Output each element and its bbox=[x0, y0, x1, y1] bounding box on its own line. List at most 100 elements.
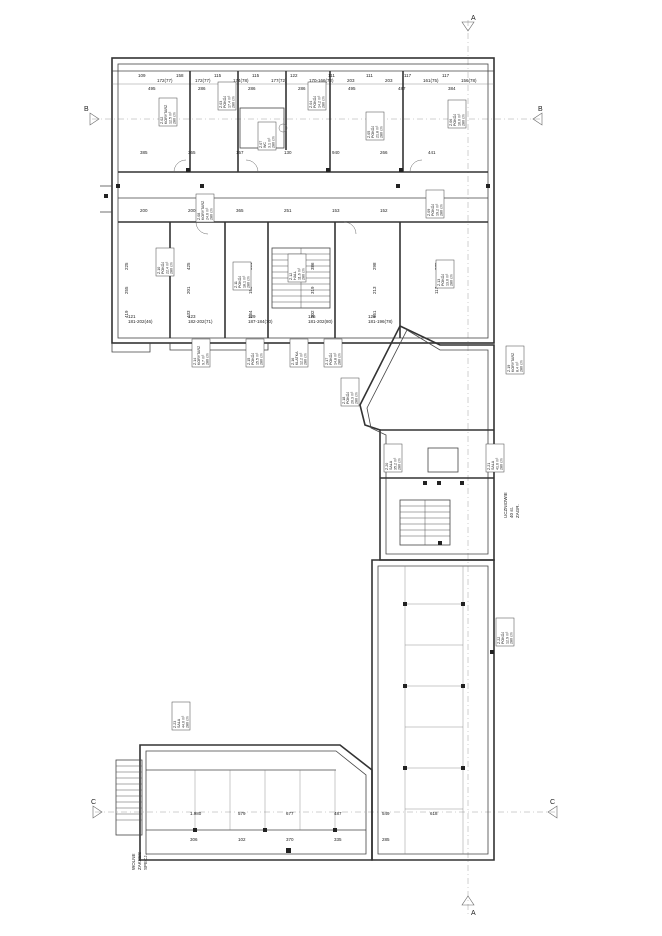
top-room-number: 111 bbox=[366, 73, 373, 78]
room-tag-frame bbox=[287, 253, 307, 283]
upper-dimension: 200 bbox=[188, 208, 196, 213]
lower-wing-dimension: 677 bbox=[286, 811, 294, 816]
middle-dimension: 319 bbox=[310, 286, 315, 294]
top-room-number: 203 bbox=[385, 78, 393, 83]
lower-room-number: 122 bbox=[368, 314, 376, 319]
room-tag-line: KORYTARZ bbox=[197, 345, 201, 365]
room-tag-line: 280 cm bbox=[247, 276, 251, 288]
room-tag-line: 17,4 m² bbox=[227, 95, 231, 108]
room-tag-line: Z.06 bbox=[449, 119, 453, 126]
room-tag-line: 280 cm bbox=[338, 353, 342, 365]
lower-room-number: 126 bbox=[308, 314, 316, 319]
room-tag-frame bbox=[191, 338, 211, 368]
room-tag-line: 12,2 m² bbox=[299, 352, 303, 365]
room-tag-line: Z.15 bbox=[247, 358, 251, 365]
side-note-line: UCZNIOWIE bbox=[503, 492, 508, 518]
room-tag-line: Z.09 bbox=[427, 209, 431, 216]
room-tag-frame bbox=[340, 377, 360, 407]
lower-wing-dimension: 335 bbox=[334, 837, 342, 842]
top-room-number: 109 bbox=[138, 73, 146, 78]
room-tag-line: POKÓJ bbox=[500, 632, 505, 644]
room-tag-line: Z.04 bbox=[309, 101, 313, 108]
room-tag-line: POKÓJ bbox=[250, 353, 255, 365]
room-tag-frame bbox=[447, 99, 467, 129]
room-tag-line: 280 cm bbox=[380, 126, 384, 138]
room-tag-line: POKÓJ bbox=[452, 114, 457, 126]
room-tag-line: 13,0 m² bbox=[445, 273, 449, 286]
top-room-number: 177(72) bbox=[271, 78, 287, 83]
room-tag-line: POKÓJ bbox=[345, 392, 350, 404]
room-tag-line: Z.18 bbox=[342, 397, 346, 404]
middle-dimension: 419 bbox=[124, 310, 129, 318]
upper-dimension: 157 bbox=[236, 150, 244, 155]
top-room-number: 115 bbox=[214, 73, 222, 78]
top-dimension: 487 bbox=[398, 86, 406, 91]
middle-dimension: 201 bbox=[186, 286, 191, 294]
upper-dimension: 153 bbox=[332, 208, 340, 213]
room-tag-line: 20,3 m² bbox=[350, 391, 354, 404]
room-tag-frame bbox=[323, 338, 343, 368]
side-note-line: 40 st. bbox=[509, 507, 514, 518]
middle-dimension: 386 bbox=[310, 262, 315, 270]
room-tag-line: 19,2 m² bbox=[435, 203, 439, 216]
room-tag-line: 280 cm bbox=[210, 208, 214, 220]
upper-dimension: 365 bbox=[188, 150, 196, 155]
room-tag-line: 280 cm bbox=[355, 392, 359, 404]
room-tag-line: POKÓJ bbox=[237, 276, 242, 288]
top-room-number: 172(77) bbox=[195, 78, 211, 83]
room-tag-line: 280 cm bbox=[398, 458, 402, 470]
room-tag-line: Z.08 bbox=[197, 213, 201, 220]
middle-dimension: 225 bbox=[124, 262, 129, 270]
room-tag-frame bbox=[155, 247, 175, 277]
middle-dimension: 564 bbox=[248, 310, 253, 318]
lower-vertical-wing bbox=[371, 559, 495, 861]
upper-dimension: 251 bbox=[284, 208, 292, 213]
lower-room-number: 181-196(78) bbox=[368, 319, 393, 324]
room-tag-line: SALA bbox=[389, 460, 393, 470]
room-tag-line: Z.14 bbox=[193, 358, 197, 365]
left-wing-note-line: ZAKRES bbox=[137, 852, 142, 870]
room-tag-line: 280 cm bbox=[450, 274, 454, 286]
lower-wing-dimension: 102 bbox=[238, 837, 246, 842]
room-tag-line: 280 cm bbox=[170, 262, 174, 274]
room-tag-line: 9,7 m² bbox=[201, 354, 205, 365]
section-marker-c-right: C bbox=[547, 799, 558, 819]
section-label: B bbox=[84, 106, 89, 113]
room-tag-line: 280 cm bbox=[206, 353, 210, 365]
room-tag-frame bbox=[171, 701, 191, 731]
left-wing-note: WOLNE ZAKRES SPECJ. bbox=[131, 852, 148, 870]
room-tag-frame bbox=[485, 443, 505, 473]
top-room-number: 172(77) bbox=[157, 78, 173, 83]
top-room-number: 122 bbox=[290, 73, 298, 78]
top-room-number: 158 bbox=[176, 73, 184, 78]
top-dimension: 286 bbox=[248, 86, 256, 91]
room-tag-line: 280 cm bbox=[462, 114, 466, 126]
top-room-number: 170-166(72) bbox=[309, 78, 334, 83]
room-tag-line: 22,4 m² bbox=[165, 261, 169, 274]
top-dimension: 286 bbox=[198, 86, 206, 91]
section-marker-b-right: B bbox=[532, 106, 543, 126]
top-room-number: 203 bbox=[347, 78, 355, 83]
room-tag-line: 14,8 m² bbox=[333, 352, 337, 365]
upper-dimension: 365 bbox=[236, 208, 244, 213]
room-tag-line: Z.17 bbox=[325, 358, 329, 365]
room-tag-line: 24,6 m² bbox=[205, 207, 209, 220]
section-label: C bbox=[550, 799, 555, 806]
lower-wing-dimension: 285 bbox=[382, 837, 390, 842]
